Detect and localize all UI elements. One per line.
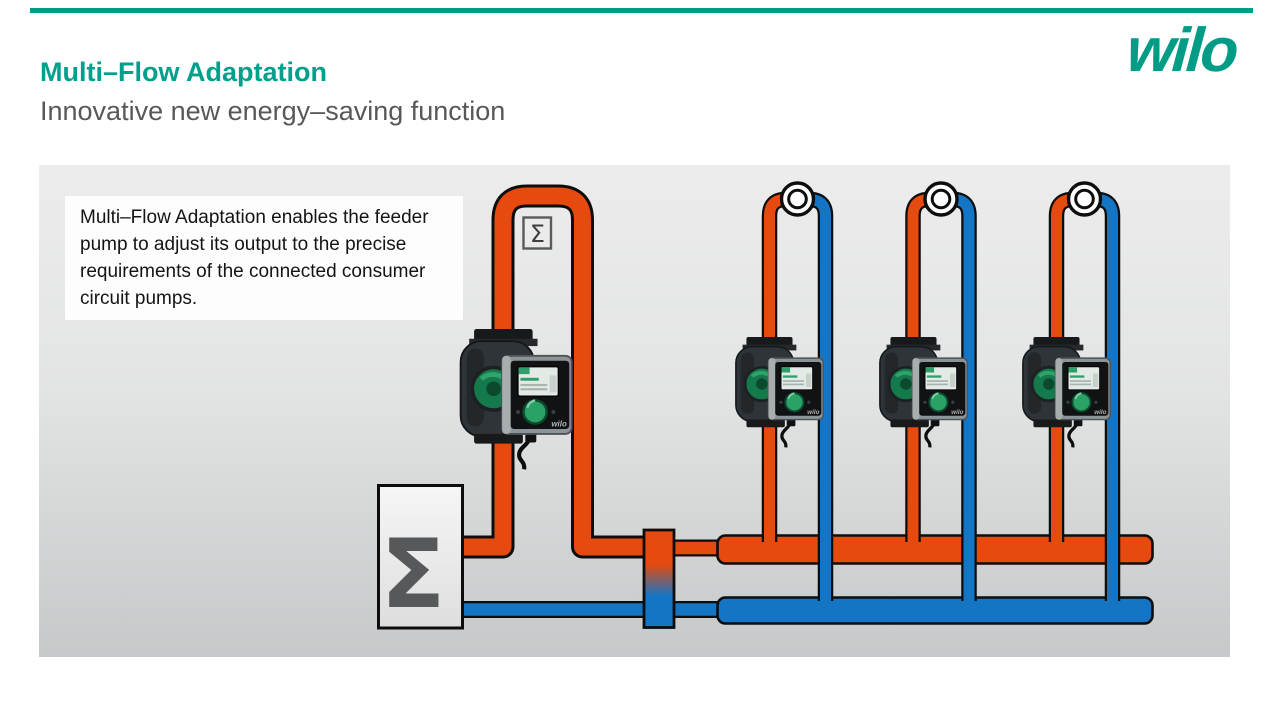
boiler: Σ [377, 484, 464, 630]
callout-box: Multi–Flow Adaptation enables the feeder… [65, 196, 463, 320]
pump-graphic: wilo [1022, 337, 1111, 448]
consumer-pump-1: wilo [733, 337, 829, 448]
radiator-icon [923, 181, 959, 217]
feeder-loop-pipe [462, 184, 646, 559]
radiator-icon [1066, 181, 1103, 217]
callout-text: Multi–Flow Adaptation enables the feeder… [80, 207, 429, 309]
sigma-meter-icon: Σ [530, 220, 545, 248]
pump-graphic: wilo [879, 337, 968, 448]
return-main-pipe [716, 596, 1154, 625]
radiator-icon [779, 181, 816, 217]
pump-brand-label: wilo [551, 420, 567, 429]
consumer-pump-2: wilo [877, 337, 973, 448]
diagram-panel: Σ Σ wilo [39, 165, 1230, 657]
page-title: Multi–Flow Adaptation [40, 57, 327, 87]
supply-main-pipe [716, 534, 1154, 565]
piping-diagram: Σ Σ [377, 181, 1154, 630]
wilo-logo: wilo [1125, 16, 1239, 85]
feeder-pump: wilo [457, 329, 579, 471]
consumer-circuit-3 [1048, 181, 1121, 612]
consumer-circuit-2 [905, 181, 977, 612]
pump-graphic: wilo [735, 337, 824, 448]
hydraulic-separator [642, 528, 676, 629]
pump-graphic: wilo [459, 329, 573, 470]
top-accent-rule [30, 8, 1253, 13]
pump-brand-label: wilo [807, 409, 819, 416]
pump-brand-label: wilo [951, 409, 963, 416]
flow-meter-box: Σ [522, 216, 553, 250]
page-subtitle: Innovative new energy–saving function [40, 96, 506, 126]
consumer-circuit-1 [761, 181, 834, 612]
pump-brand-label: wilo [1094, 409, 1106, 416]
boiler-sigma-symbol: Σ [381, 520, 446, 630]
consumer-pump-3: wilo [1020, 337, 1116, 448]
